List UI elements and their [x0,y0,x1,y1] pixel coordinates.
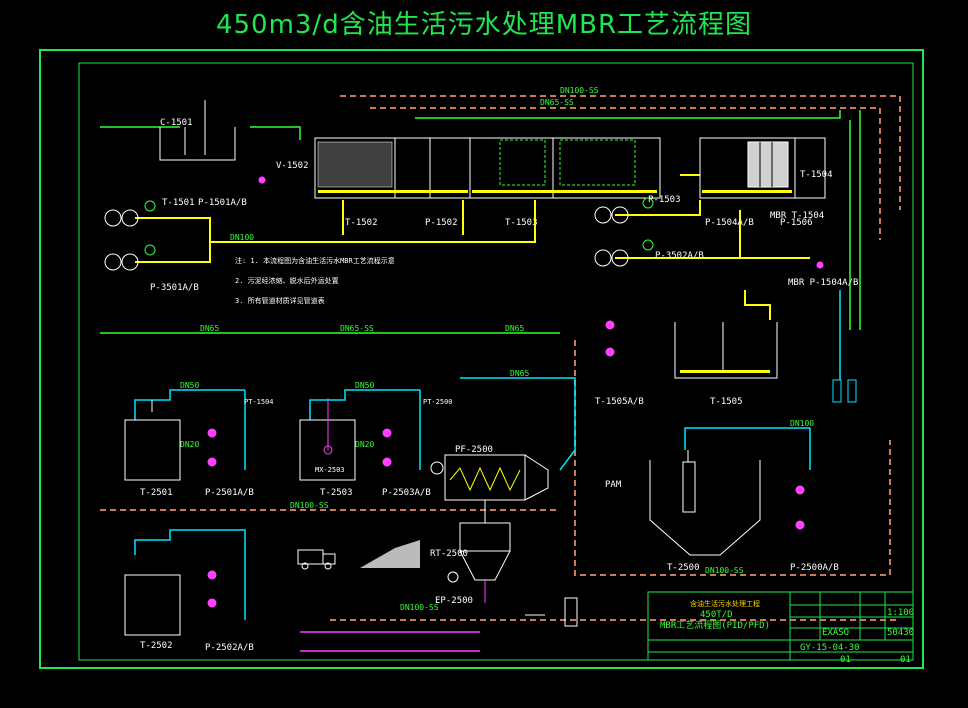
label-t2501: T-2501 [140,488,173,498]
pipe-label: DN65 [510,369,529,378]
label-mbr-p1504ab: MBR P-1504A/B [788,278,858,288]
misc-equipment-bottom [525,597,578,627]
label-p1502: P-1502 [425,218,458,228]
pipe-labels: DN100-SS DN65-SS DN100 DN65-SS DN65 DN10… [180,86,814,612]
label-t1501: T-1501 [162,198,195,208]
pipe-label: DN100-SS [560,86,599,95]
note-line: 2. 污泥经浓缩、脱水后外运处置 [235,276,339,285]
pipe-label: DN100-SS [290,501,329,510]
tb-drawing-no: GY-15-04-30 [800,643,860,653]
pipe-label: DN50 [355,381,374,390]
tank-t2503 [299,398,356,481]
tank-t1501 [159,100,236,161]
label-p2503ab: P-2503A/B [382,488,431,498]
label-p2501ab: P-2501A/B [205,488,254,498]
label-t1503: T-1503 [505,218,538,228]
tb-ref: EXASO [822,628,849,638]
label-t1505ab: T-1505A/B [595,397,644,407]
pipe-label: DN100 [230,233,254,242]
label-ep2500: EP-2500 [435,596,473,606]
inner-frame [78,62,914,661]
title-block-text: 含油生活污水处理工程 450T/D MBR工艺流程图(PID/PFD) 1:10… [660,599,914,665]
tb-code: 50430 [887,628,914,638]
label-p3501ab: P-3501A/B [150,283,199,293]
tb-name2: MBR工艺流程图(PID/PFD) [660,619,770,631]
pipe-label: DN65 [505,324,524,333]
cyan-pipes [134,290,841,620]
label-pt2500: PT-2500 [423,398,453,406]
pipe-label: DN65-SS [540,98,574,107]
tb-name1: 450T/D [700,610,733,620]
label-p1506: P-1506 [780,218,813,228]
label-c1501: C-1501 [160,118,193,128]
title-block [647,591,914,661]
tank-t2501 [124,400,181,481]
label-p1503: P-1503 [648,195,681,205]
label-mbr-t1504: MBR T-1504 [770,211,824,221]
hopper-rt2500 [447,500,511,583]
pipe-label: DN100-SS [705,566,744,575]
sludge-pile-icon [360,540,420,568]
tb-scale: 1:100 [887,608,914,618]
pipe-label: DN100-SS [400,603,439,612]
label-t1505: T-1505 [710,397,743,407]
label-v1502: V-1502 [276,161,309,171]
pump-markers [207,176,824,608]
note-line: 3. 所有管道材质详见管道表 [235,296,325,305]
notes: 注: 1. 本流程图为含油生活污水MBR工艺流程示意 2. 污泥经浓缩、脱水后外… [235,256,395,305]
label-p2502ab: P-2502A/B [205,643,254,653]
tank-t1505 [674,322,778,379]
equipment-labels: C-1501 T-1501 P-1501A/B P-3501A/B V-1502… [140,118,858,653]
tank-t2502 [124,574,181,636]
tb-project: 含油生活污水处理工程 [690,599,760,608]
label-pf2500: PF-2500 [455,445,493,455]
aeration-bubbles [318,190,792,373]
label-mx2503: MX-2503 [315,466,345,474]
truck-icon [297,549,336,570]
tank-v1502 [314,137,471,199]
dashed-pipe-top [100,95,901,621]
water-pipes [135,174,810,320]
note-line: 注: 1. 本流程图为含油生活污水MBR工艺流程示意 [235,256,395,265]
label-p3502ab: P-3502A/B [655,251,704,261]
pipe-label: DN100 [790,419,814,428]
label-t2502: T-2502 [140,641,173,651]
chem-bottles [832,379,857,403]
pipe-label: DN65-SS [340,324,374,333]
settler-t2500 [649,450,761,556]
outer-frame [39,49,924,669]
air-pipes [100,110,861,334]
pipe-label: DN65 [200,324,219,333]
drawing-title: 450m3/d含油生活污水处理MBR工艺流程图 [215,10,753,40]
label-p2500ab: P-2500A/B [790,563,839,573]
tb-sheet: 01 [840,655,851,665]
tb-sheets: 01 [900,655,911,665]
pump-group-left [104,200,156,271]
label-p1504ab: P-1504A/B [705,218,754,228]
pipe-label: DN20 [180,440,199,449]
label-pt1504: PT-1504 [244,398,274,406]
label-t1504: T-1504 [800,170,833,180]
pump-group-mid [594,197,654,267]
label-pam: PAM [605,480,622,490]
label-p1501ab: P-1501A/B [198,198,247,208]
label-t2500: T-2500 [667,563,700,573]
pipe-label: DN20 [355,440,374,449]
tank-t1503 [469,137,661,199]
legend-lines [300,631,480,652]
filter-press-pf2500 [430,454,549,501]
tank-mbr [699,137,826,199]
label-rt2500: RT-2500 [430,549,468,559]
label-t1502: T-1502 [345,218,378,228]
pipe-label: DN50 [180,381,199,390]
label-t2503: T-2503 [320,488,353,498]
